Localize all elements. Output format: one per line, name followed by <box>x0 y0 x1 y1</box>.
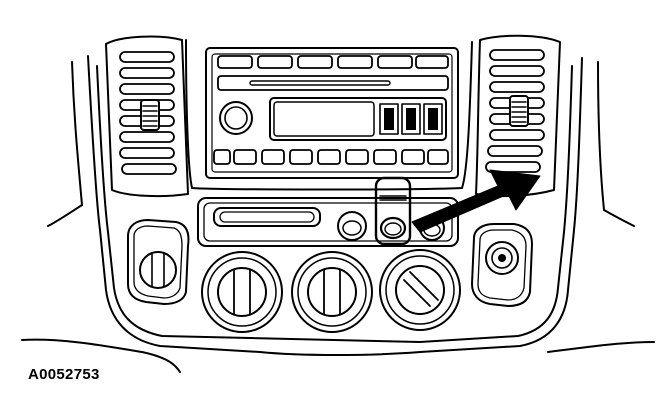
left-air-vent <box>105 35 189 198</box>
preset-buttons <box>213 149 449 165</box>
radio-display <box>269 97 447 141</box>
rotary-knob-mode <box>291 251 373 333</box>
switch-left <box>337 211 367 241</box>
right-small-knob <box>471 223 533 307</box>
cd-slot <box>217 75 449 91</box>
left-vent-thumbwheel <box>140 99 160 131</box>
left-small-knob <box>127 219 190 305</box>
volume-knob <box>219 101 253 135</box>
right-vent-thumbwheel <box>509 95 529 127</box>
clock-slot <box>213 207 321 227</box>
radio-unit <box>205 47 459 179</box>
rotary-knob-temp <box>379 249 461 331</box>
pointer-arrow <box>411 169 541 233</box>
right-air-vent <box>475 34 561 198</box>
rotary-knob-fan <box>201 251 283 333</box>
figure-id-label: A0052753 <box>28 366 100 383</box>
hazard-button <box>374 176 412 246</box>
control-panel-strip <box>197 176 459 247</box>
dashboard-outline <box>21 39 655 373</box>
top-preset-row <box>217 55 449 69</box>
